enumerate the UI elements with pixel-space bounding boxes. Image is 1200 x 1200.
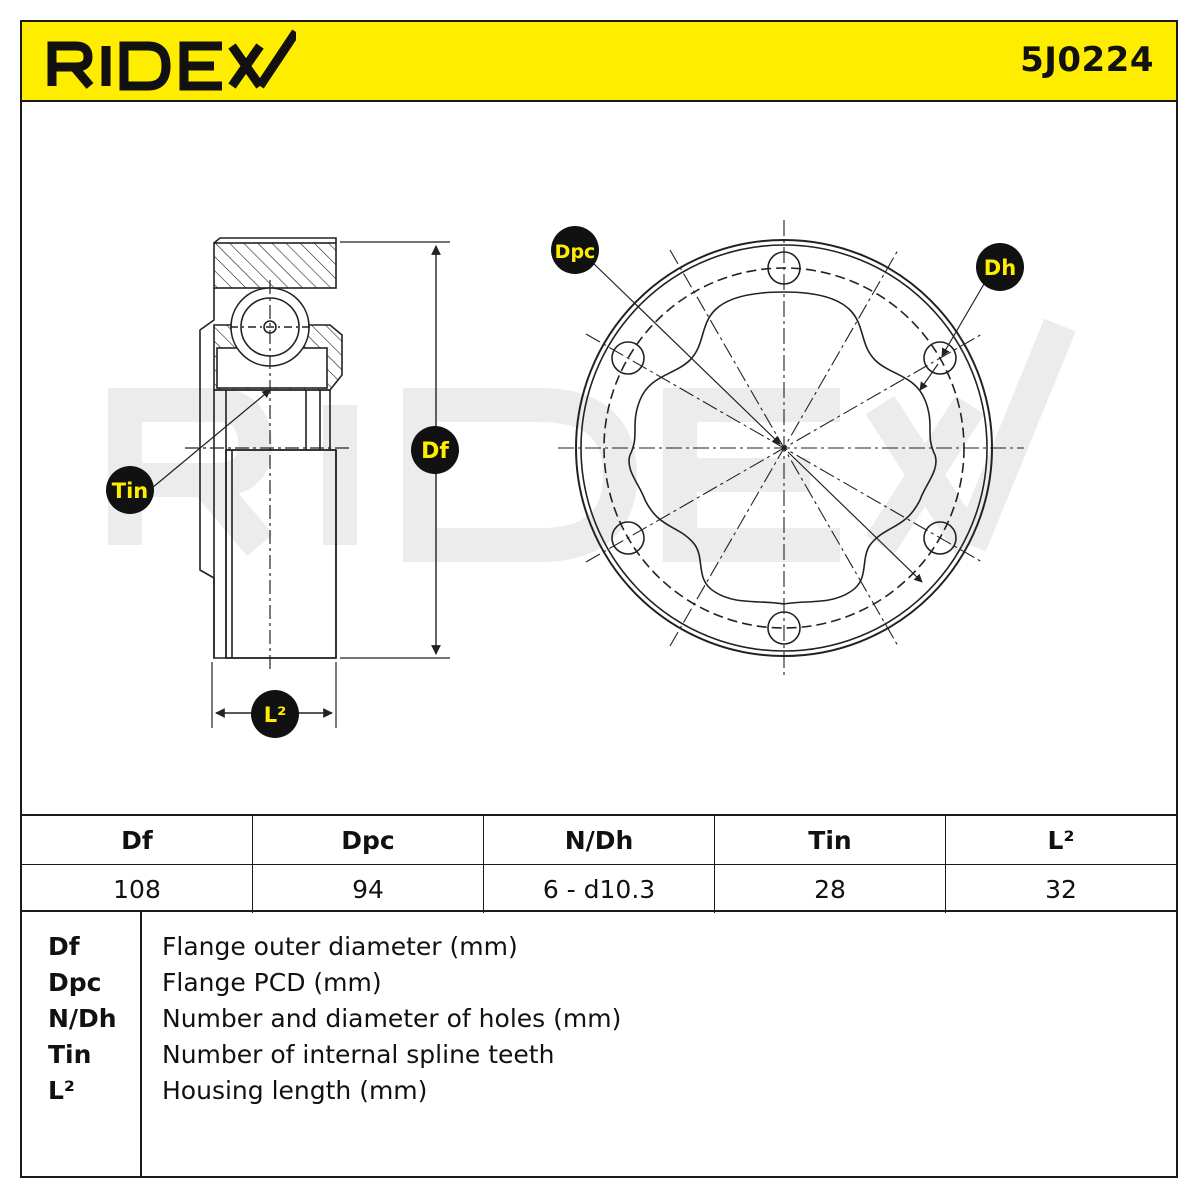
- legend-desc: Housing length (mm): [162, 1076, 428, 1105]
- callout-dpc: Dpc: [551, 226, 599, 274]
- legend-desc: Flange outer diameter (mm): [162, 932, 518, 961]
- legend-item-df: Df Flange outer diameter (mm): [22, 932, 1176, 968]
- legend-desc: Flange PCD (mm): [162, 968, 382, 997]
- radial-centerlines: [558, 220, 1024, 676]
- callout-tin: Tin: [106, 466, 154, 514]
- part-number: 5J0224: [1020, 40, 1154, 80]
- legend-code: Tin: [48, 1040, 92, 1069]
- spec-table: Df Dpc N/Dh Tin L² 108 94 6 - d10.3 28 3…: [22, 814, 1176, 913]
- callout-tin-label: Tin: [112, 479, 148, 503]
- spec-value-tin: 28: [715, 865, 946, 913]
- callout-dh-label: Dh: [984, 256, 1016, 280]
- legend-code: Df: [48, 932, 80, 961]
- spec-header-row: Df Dpc N/Dh Tin L²: [22, 816, 1176, 865]
- legend-desc: Number and diameter of holes (mm): [162, 1004, 622, 1033]
- spec-header-ndh: N/Dh: [484, 816, 715, 864]
- side-view: [151, 237, 450, 728]
- legend-item-tin: Tin Number of internal spline teeth: [22, 1040, 1176, 1076]
- callout-df-label: Df: [421, 439, 449, 464]
- spec-header-df: Df: [22, 816, 253, 864]
- callout-df: Df: [411, 426, 459, 474]
- spec-value-df: 108: [22, 865, 253, 913]
- spec-header-dpc: Dpc: [253, 816, 484, 864]
- spec-header-l2: L²: [1047, 825, 1075, 855]
- legend-item-l2: L² Housing length (mm): [22, 1076, 1176, 1112]
- callout-dpc-label: Dpc: [555, 241, 596, 263]
- legend-item-ndh: N/Dh Number and diameter of holes (mm): [22, 1004, 1176, 1040]
- hatched-flange: [213, 242, 337, 289]
- callout-l2: L²: [251, 690, 299, 738]
- spec-value-row: 108 94 6 - d10.3 28 32: [22, 865, 1176, 913]
- front-view: [558, 220, 1024, 676]
- legend-code: L²: [48, 1076, 75, 1105]
- ridex-logo: [47, 29, 296, 91]
- legend-code: Dpc: [48, 968, 102, 997]
- legend-divider: [140, 912, 142, 1178]
- spec-value-l2: 32: [1045, 874, 1077, 904]
- legend-code: N/Dh: [48, 1004, 117, 1033]
- legend-desc: Number of internal spline teeth: [162, 1040, 555, 1069]
- datasheet-frame: 5J0224 Df Dpc N/Dh Tin L² 108 94 6 - d10…: [20, 20, 1178, 1178]
- legend-item-dpc: Dpc Flange PCD (mm): [22, 968, 1176, 1004]
- callout-l2-label: L²: [264, 703, 287, 727]
- technical-drawing: Tin Df L² Dpc Dh: [106, 220, 1076, 738]
- header-bar: 5J0224: [22, 22, 1176, 102]
- spec-value-ndh: 6 - d10.3: [484, 865, 715, 913]
- callout-dh: Dh: [976, 243, 1024, 291]
- spec-header-tin: Tin: [715, 816, 946, 864]
- spec-value-dpc: 94: [253, 865, 484, 913]
- legend: Df Flange outer diameter (mm) Dpc Flange…: [22, 912, 1176, 1178]
